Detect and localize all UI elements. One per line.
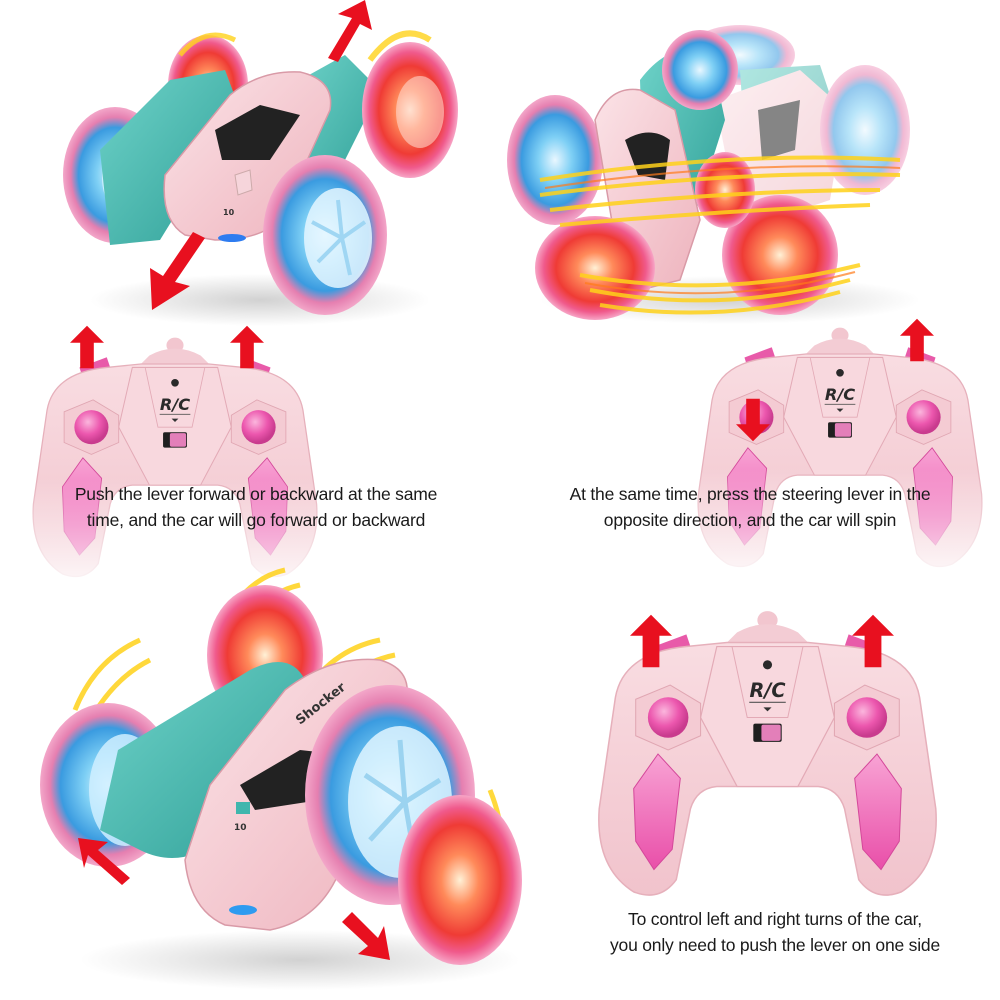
arrow-up-left-diagonal: [78, 838, 130, 885]
caption-turn: To control left and right turns of the c…: [610, 909, 940, 955]
wheel-front-left: [263, 155, 387, 315]
arrow-down-right-diagonal: [342, 912, 390, 960]
panel-turn-controller: To control left and right turns of the c…: [560, 540, 1000, 1000]
arrow-left-stick-down-icon: [736, 398, 770, 442]
remote-controller: [695, 322, 985, 571]
arrow-forward-diagonal: [328, 0, 372, 62]
remote-controller: [30, 332, 320, 581]
panel-spin: At the same time, press the steering lev…: [500, 0, 1000, 571]
car-number-label: 10: [234, 823, 247, 833]
stunt-car-illustration: 10: [63, 0, 458, 326]
arrow-right-stick-up-icon: [852, 613, 894, 669]
svg-text:10: 10: [223, 208, 235, 217]
arrow-backward-diagonal: [150, 232, 205, 310]
panel-turn-car: Shocker 10: [0, 540, 560, 1000]
arrow-left-stick-up-icon: [630, 613, 672, 669]
shocker-car-illustration: Shocker 10: [40, 567, 522, 990]
wheel-front-right: [362, 42, 458, 178]
arrow-right-stick-up-icon: [900, 318, 934, 362]
spin-motion-lines: [539, 155, 901, 315]
arrow-right-stick-up-icon: [230, 325, 264, 369]
panel-forward-backward: 10 Push the lever forward or backward at…: [0, 0, 500, 581]
spinning-car-illustration: [507, 25, 920, 324]
arrow-left-stick-up-icon: [70, 325, 104, 369]
caption-forward-backward: Push the lever forward or backward at th…: [74, 484, 438, 530]
caption-spin: At the same time, press the steering lev…: [569, 484, 931, 530]
